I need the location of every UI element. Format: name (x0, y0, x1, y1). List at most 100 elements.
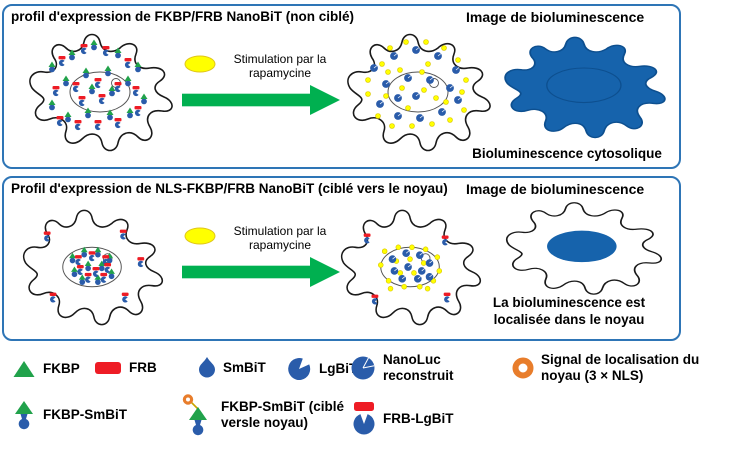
frb-lgbit-molecule (80, 44, 88, 55)
frb-lgbit-molecule (76, 265, 84, 275)
photon-dot (425, 61, 431, 67)
fkbp-smbit-molecule (84, 260, 92, 272)
frb-lgbit-molecule (100, 272, 108, 283)
green-arrow-icon-bottom (182, 256, 340, 288)
panel-nuclear: Profil d'expression de NLS-FKBP/FRB Nano… (2, 176, 681, 341)
bioluminescence-image-nuclear (505, 202, 663, 295)
nls-ring-icon (512, 357, 534, 379)
photon-dot (424, 285, 431, 292)
green-arrow-icon-top (182, 84, 340, 116)
lgbit-icon (288, 357, 311, 380)
photon-dot (389, 123, 395, 129)
frb-lgbit-molecule (443, 292, 451, 303)
cell-expression-diffuse (29, 33, 173, 152)
legend-item-nls-signal: Signal de localisation du noyau (3 × NLS… (512, 352, 723, 383)
nanoluc-molecule (388, 255, 397, 263)
rapamycin-icon (184, 55, 216, 73)
panel-cytosolic: profil d'expression de FKBP/FRB NanoBiT … (2, 4, 681, 169)
nanoluc-molecule (390, 52, 398, 60)
legend-item-fkbp: FKBP (12, 360, 80, 378)
photon-dot (405, 105, 411, 111)
fkbp-smbit-molecule (88, 83, 96, 95)
nanoluc-molecule (438, 108, 446, 116)
nucleus-outline (387, 71, 449, 113)
legend-label-fkbp: FKBP (43, 361, 80, 377)
frb-lgbit-molecule (74, 255, 82, 266)
nanoluc-molecule (454, 96, 462, 104)
nanoluc-molecule (425, 259, 434, 267)
legend-item-nanoluc: NanoLuc reconstruit (350, 352, 468, 383)
legend-item-fkbp-smbit: FKBP-SmBiT (12, 400, 127, 430)
fkbp-smbit-molecule (108, 85, 116, 97)
nanoluc-molecule (382, 80, 390, 88)
stimulation-block-top: Stimulation par la rapamycine (184, 52, 346, 81)
nanoluc-molecule (434, 52, 442, 60)
nanoluc-molecule (394, 112, 402, 120)
fkbp-smbit-molecule (68, 49, 76, 61)
legend: FKBP FRB SmBiT LgBiT NanoLuc reconstruit… (0, 344, 750, 458)
fkbp-smbit-molecule (82, 67, 90, 79)
frb-lgbit-molecule (134, 106, 142, 117)
photon-dot (385, 278, 392, 284)
photon-dot (447, 117, 453, 123)
frb-lgbit-molecule (371, 294, 379, 305)
frb-lgbit-molecule (104, 263, 112, 274)
photon-dot (375, 113, 381, 119)
nanoluc-icon (351, 356, 375, 380)
frb-lgbit-molecule (121, 292, 129, 303)
fkbp-smbit-icon (15, 401, 33, 430)
photon-dot (407, 256, 413, 262)
photon-dot (441, 45, 447, 51)
fkbp-smbit-molecule (104, 65, 112, 77)
fkbp-smbit-molecule (126, 107, 134, 119)
fkbp-smbit-molecule (84, 107, 92, 119)
nanoluc-molecule (446, 84, 454, 92)
photon-dot (379, 61, 385, 67)
legend-item-smbit: SmBiT (198, 356, 266, 379)
photon-dot (436, 268, 443, 274)
nanoluc-molecule (452, 66, 460, 74)
nanoluc-molecule (416, 114, 424, 122)
fkbp-smbit-molecule (94, 274, 102, 286)
photon-dot (385, 69, 391, 75)
photon-dot (461, 107, 467, 113)
legend-item-frb-lgbit: FRB-LgBiT (352, 402, 453, 436)
cell-bioluminescent-nucleus (340, 209, 482, 326)
photon-dot (422, 246, 429, 253)
frb-lgbit-molecule (119, 229, 127, 240)
fkbp-smbit-molecule (48, 99, 56, 111)
legend-item-lgbit: LgBiT (286, 356, 357, 382)
legend-label-smbit: SmBiT (223, 359, 266, 375)
fkbp-smbit-molecule (114, 47, 122, 59)
legend-label-frb: FRB (129, 360, 157, 375)
frb-lgbit-icon (353, 402, 375, 435)
photon-dot (397, 67, 403, 73)
nucleus-outline (69, 71, 131, 113)
fkbp-smbit-molecule (106, 109, 114, 121)
smbit-icon (199, 357, 215, 378)
photon-dot (365, 77, 371, 83)
nanoluc-molecule (417, 267, 426, 275)
fkbp-smbit-molecule (140, 93, 148, 105)
frb-lgbit-molecule (78, 96, 86, 107)
fkbp-smbit-molecule (69, 252, 76, 264)
photon-dot (409, 123, 415, 129)
legend-item-frb: FRB (94, 360, 157, 376)
photon-dot (411, 270, 417, 276)
nucleus-bioluminescent (547, 230, 617, 263)
legend-item-fkbp-smbit-targeted: FKBP-SmBiT (ciblé versle noyau) (180, 394, 373, 436)
nanoluc-molecule (370, 64, 378, 72)
frb-lgbit-molecule (58, 56, 66, 67)
photon-dot (387, 285, 394, 292)
frb-lgbit-molecule (56, 116, 64, 127)
photon-dot (399, 85, 405, 91)
fkbp-smbit-nls-icon (182, 394, 207, 436)
nanoluc-molecule (404, 74, 412, 82)
frb-lgbit-molecule (441, 235, 449, 246)
frb-lgbit-molecule (72, 82, 80, 93)
photon-dot (381, 248, 388, 254)
frb-lgbit-molecule (114, 82, 122, 93)
photon-dot (429, 121, 435, 127)
photon-dot (434, 254, 441, 260)
fkbp-smbit-molecule (134, 61, 142, 73)
